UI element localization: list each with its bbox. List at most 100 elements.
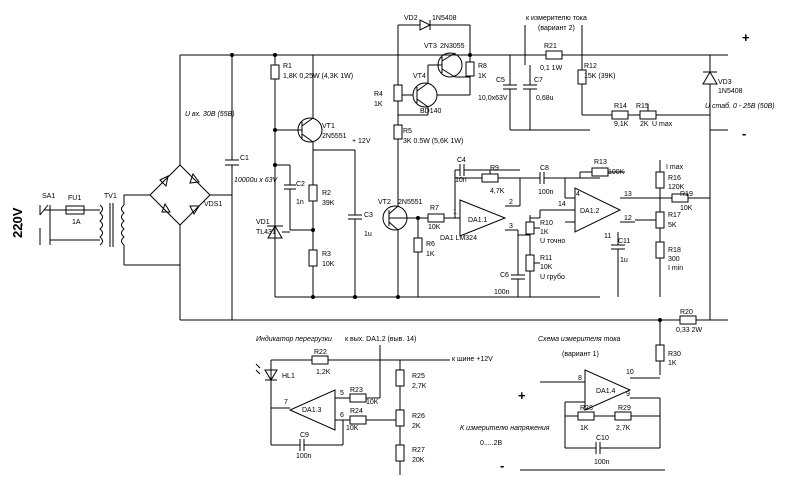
r21-label: R21: [544, 43, 557, 50]
r9-label: R9: [490, 165, 499, 172]
r5-label: R5: [403, 128, 412, 135]
capacitor-c7: [510, 65, 590, 131]
r24-label: R24: [350, 408, 363, 415]
opamp-da11: [454, 170, 521, 237]
fuse-fu1: [50, 205, 100, 241]
opamp-da14: [540, 369, 660, 448]
c3-value: 1u: [364, 231, 372, 238]
potentiometer-r11: [525, 254, 540, 297]
c10-label: C10: [596, 435, 609, 442]
resistor-r14: [582, 110, 640, 120]
r5-value: 3K 0.5W (5,6K 1W): [403, 138, 463, 145]
r23-label: R23: [350, 387, 363, 394]
r19-value: 10K: [680, 205, 693, 212]
capacitor-c10: [520, 442, 665, 471]
r16-label: R16: [668, 175, 681, 182]
vd1-label: VD1: [256, 219, 270, 226]
c8-value: 100n: [538, 189, 554, 196]
imin-label: I min: [668, 265, 683, 272]
r26-label: R26: [412, 413, 425, 420]
r30-value: 1K: [668, 360, 677, 367]
opamp-da13: [271, 389, 343, 431]
meter2-leads: [524, 25, 583, 65]
vt1-label: VT1: [322, 123, 335, 130]
to-meter2-label: к измерителю тока: [526, 15, 587, 22]
diode-bridge-vds1: [149, 55, 232, 320]
fu1-label: FU1: [68, 195, 81, 202]
c5-value: 10,0x63V: [478, 95, 508, 102]
c9-value: 100n: [296, 453, 312, 460]
r13-value: 100K: [608, 169, 625, 176]
capacitor-c2: [273, 163, 313, 231]
r2-label: R2: [322, 190, 331, 197]
divider-r25-r27: [395, 360, 405, 475]
pin-da13-6: 6: [340, 412, 344, 419]
pin-da13-5: 5: [340, 390, 344, 397]
potentiometer-r17: [635, 211, 665, 242]
pin-da11-1: 1: [453, 209, 457, 216]
c4-value: 10n: [455, 177, 467, 184]
r26-value: 2K: [412, 423, 421, 430]
led-hl1: [255, 360, 278, 408]
uin-label: U вх. 30В (55В): [185, 111, 235, 118]
r21-value: 0,1 1W: [540, 65, 563, 72]
vd1-type: TL431: [256, 229, 276, 236]
resistor-r1: [270, 53, 280, 297]
pin-da14-9: 9: [626, 391, 630, 398]
c2-value: 1n: [296, 199, 304, 206]
c4-label: C4: [457, 157, 466, 164]
r3-value: 10K: [322, 261, 335, 268]
r9-value: 4,7K: [490, 188, 505, 195]
overload-title: Индикатор перегрузки: [256, 335, 332, 343]
r7-label: R7: [430, 205, 439, 212]
variant2-label: (вариант 2): [538, 25, 575, 32]
pin-da12-14: 14: [558, 201, 566, 208]
r17-value: 5K: [668, 222, 677, 229]
r15-label: R15: [636, 103, 649, 110]
resistor-r24: [343, 415, 395, 425]
vds1-label: VDS1: [204, 201, 222, 208]
pin-da13-7: 7: [284, 399, 288, 406]
vt3-type: 2N3055: [440, 43, 465, 50]
vd2-label: VD2: [404, 15, 418, 22]
r28-label: R28: [580, 405, 593, 412]
c8-label: C8: [540, 165, 549, 172]
r8-value: 1K: [478, 73, 487, 80]
vt4-type: BD140: [420, 108, 442, 115]
resistor-r28: [565, 411, 615, 421]
resistor-r3: [308, 249, 318, 299]
resistor-r30: [655, 318, 665, 375]
pin-da12-4: 4: [576, 191, 580, 198]
c1-value: 10000u x 63V: [234, 177, 279, 184]
r15-value: 2K: [640, 121, 649, 128]
resistor-r2: [308, 150, 318, 250]
vt2-type: 2N5551: [398, 199, 423, 206]
resistor-r4: [393, 84, 428, 125]
r14-label: R14: [614, 103, 627, 110]
c11-value: 1u: [620, 257, 628, 264]
resistor-r19: [635, 193, 710, 203]
fu1-value: 1А: [72, 219, 81, 226]
r29-label: R29: [618, 405, 631, 412]
utochno-label: U точно: [540, 238, 565, 245]
imax-label: I max: [666, 164, 684, 171]
capacitor-c8: [520, 172, 600, 184]
r4-value: 1K: [374, 101, 383, 108]
transformer-tv1: [99, 194, 180, 266]
r11-value: 10K: [540, 264, 553, 271]
meter-plus: +: [518, 388, 526, 403]
to-out-label: к вых. DA1.2 (выв. 14): [345, 336, 416, 343]
vt3-label: VT3: [424, 43, 437, 50]
pin-da14-10: 10: [626, 369, 634, 376]
r10-label: R10: [540, 220, 553, 227]
r3-label: R3: [322, 251, 331, 258]
resistor-r16: [655, 160, 665, 212]
c3-label: C3: [364, 212, 373, 219]
sa1-label: SA1: [42, 193, 55, 200]
da13-label: DA1.3: [302, 407, 322, 414]
vd3-label: VD3: [718, 79, 732, 86]
vt2-label: VT2: [378, 199, 391, 206]
v220-tilde: ~: [14, 222, 29, 230]
c1-label: C1: [240, 155, 249, 162]
